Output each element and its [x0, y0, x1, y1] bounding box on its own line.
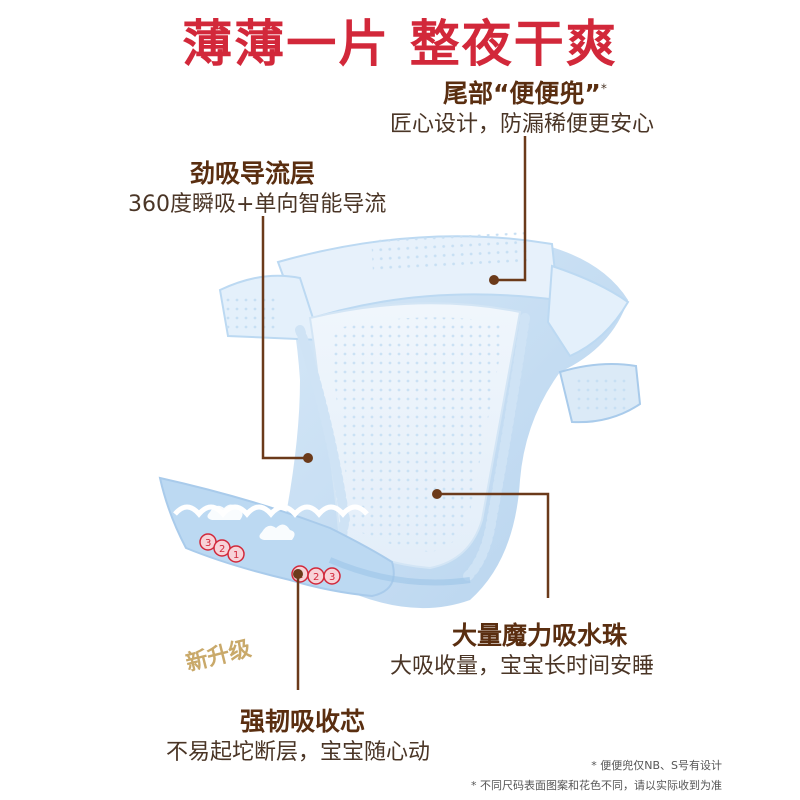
panel-number: 3: [205, 538, 211, 549]
panel-scallop-edge: [173, 504, 369, 518]
leader-beads: [437, 492, 550, 598]
feature-tail-title: 尾部“便便兜”*: [443, 74, 607, 110]
front-pad-edge: [328, 557, 471, 586]
leader-dot-beads: [432, 489, 442, 499]
leader-dot-core: [293, 569, 303, 579]
right-side-tab: [546, 264, 630, 358]
feature-core-title: 强韧吸收芯: [240, 707, 366, 736]
waistband-mesh: [371, 232, 533, 274]
feature-tail-desc: 匠心设计，防漏稀便更安心: [390, 112, 655, 137]
headline: 薄薄一片 整夜干爽: [182, 15, 618, 73]
leader-tail: [494, 136, 527, 282]
panel-number-badge: [323, 567, 341, 585]
leader-guide-layer: [261, 216, 308, 460]
leader-dot-guide-layer: [303, 453, 313, 463]
feature-tail-mark: *: [600, 81, 607, 96]
feature-guide-layer-title: 劲吸导流层: [190, 159, 316, 188]
footnote-1: * 便便兜仅NB、S号有设计: [591, 759, 722, 772]
panel-cloud: [207, 504, 243, 520]
feature-beads-desc: 大吸收量，宝宝长时间安睡: [390, 654, 655, 679]
feature-beads-title: 大量魔力吸水珠: [452, 621, 628, 650]
right-fastener-mesh: [576, 378, 630, 414]
feature-guide-layer-desc: 360度瞬吸+单向智能导流: [128, 192, 387, 217]
panel-number: 2: [219, 544, 225, 555]
panel-number-badge: [227, 545, 245, 563]
panel-cloud: [259, 524, 295, 540]
feature-core-desc: 不易起坨断层，宝宝随心动: [166, 740, 431, 765]
panel-number: 2: [313, 572, 319, 583]
right-leg-cuff: [463, 313, 530, 581]
footnote-2: * 不同尺码表面图案和花色不同，请以实际收到为准: [471, 779, 722, 792]
leader-dot-tail: [489, 275, 499, 285]
panel-number: 1: [233, 550, 239, 561]
panel-number-group-left: 3 2 1: [199, 533, 245, 563]
left-tab-mesh: [226, 296, 280, 330]
feature-tail-title-text: 尾部“便便兜”: [443, 79, 601, 108]
panel-number: 3: [329, 572, 335, 583]
